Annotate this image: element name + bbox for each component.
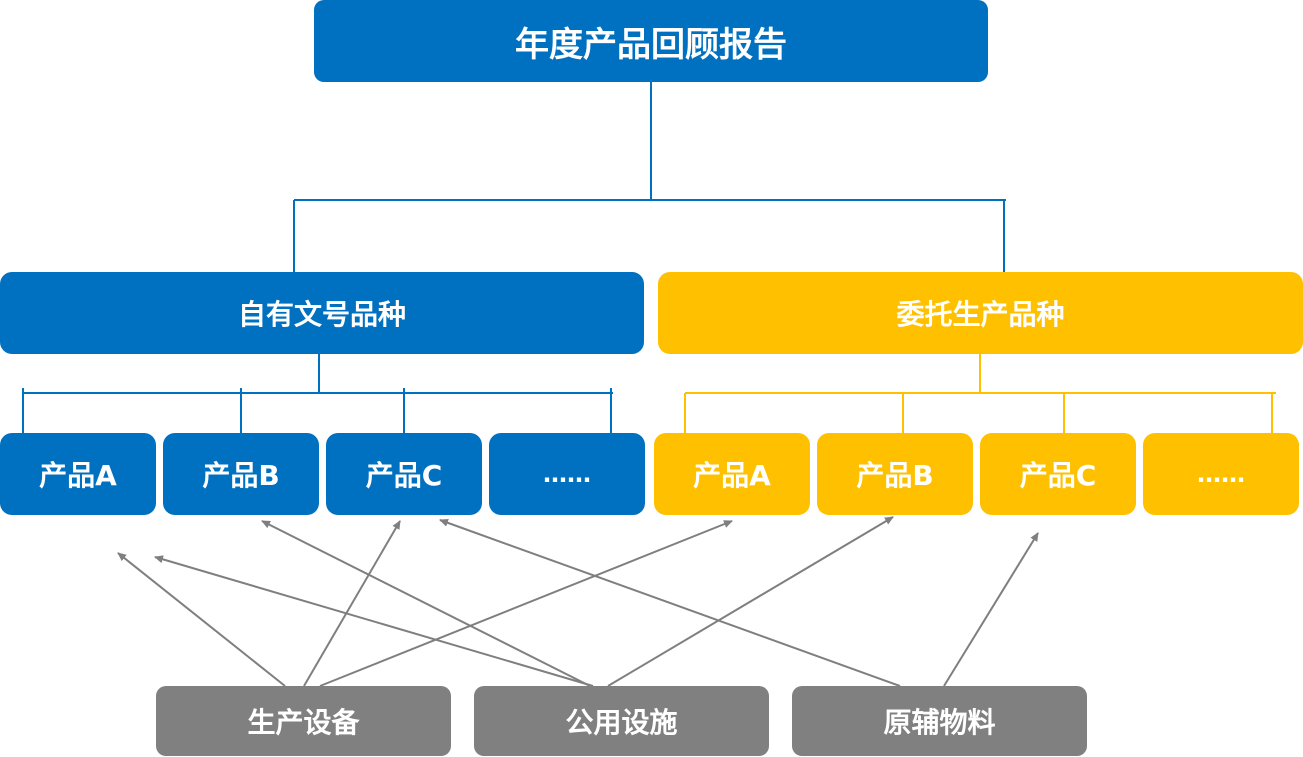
owned-product-more-label: ……: [543, 460, 591, 488]
resource-equipment: 生产设备: [156, 686, 451, 756]
root-connector: [293, 82, 1006, 272]
owned-product-b: 产品B: [163, 433, 319, 515]
group-owned: 自有文号品种: [0, 272, 644, 354]
contract-product-more-label: ……: [1197, 460, 1245, 488]
resource-arrows: [117, 516, 1039, 687]
contract-group-connector: [684, 354, 1276, 433]
group-contract: 委托生产品种: [658, 272, 1303, 354]
group-contract-label: 委托生产品种: [896, 298, 1065, 331]
group-owned-label: 自有文号品种: [237, 298, 406, 331]
contract-product-a-label: 产品A: [693, 459, 771, 492]
contract-product-c-label: 产品C: [1019, 459, 1097, 492]
contract-product-a: 产品A: [654, 433, 810, 515]
resource-utilities: 公用设施: [474, 686, 769, 756]
contract-product-more: ……: [1143, 433, 1299, 515]
owned-product-a: 产品A: [0, 433, 156, 515]
contract-product-b: 产品B: [817, 433, 973, 515]
owned-product-a-label: 产品A: [39, 459, 117, 492]
owned-product-c: 产品C: [326, 433, 482, 515]
resource-equipment-label: 生产设备: [247, 706, 360, 739]
contract-product-c: 产品C: [980, 433, 1136, 515]
owned-product-c-label: 产品C: [365, 459, 443, 492]
root-label: 年度产品回顾报告: [515, 24, 787, 65]
resource-materials: 原辅物料: [792, 686, 1087, 756]
resource-materials-label: 原辅物料: [883, 706, 996, 739]
resource-utilities-label: 公用设施: [565, 706, 678, 739]
owned-product-b-label: 产品B: [202, 459, 280, 492]
root-node: 年度产品回顾报告: [314, 0, 988, 82]
owned-group-connector: [22, 354, 613, 433]
owned-product-more: ……: [489, 433, 645, 515]
contract-product-b-label: 产品B: [856, 459, 934, 492]
